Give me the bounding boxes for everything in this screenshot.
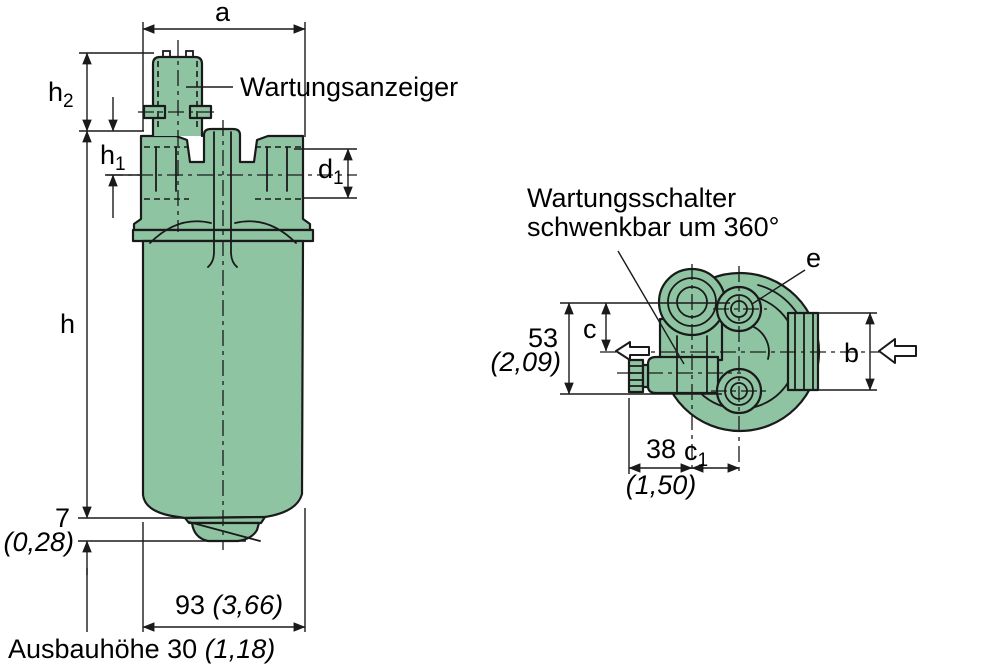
dome-arc-left [149,220,212,244]
switch-callout: Wartungsschalter schwenkbar um 360° [527,183,779,365]
dimension-53-and-c: 53 (2,09) c [490,302,730,395]
indicator-top-tick-left [162,50,171,58]
leader-line [617,250,685,365]
dimension-bottom-offset: 7 (0,28) [3,503,246,632]
side-view-centerlines [107,40,357,550]
indicator-label: Wartungsanzeiger [240,72,458,102]
dimension-d1: d1 [294,148,357,199]
head-internal-detail [144,131,301,268]
indicator-top-tick-right [185,50,194,58]
dim-label-h: h [60,309,75,339]
dimension-h2: h2 [48,52,154,132]
center-tube-left [207,131,215,268]
dim-label-c: c [583,314,597,344]
removal-height-note: Ausbauhöhe 30 (1,18) [8,634,275,664]
dim-label-93: 93 (3,66) [175,590,283,620]
dim-label-a: a [215,0,231,27]
dim-label-38: 38 [646,434,676,464]
leader-line [751,269,806,305]
dim-label-e: e [806,243,821,273]
top-view-centerlines [600,264,885,474]
dim-label-h1: h1 [100,140,126,175]
drain-plug-cap [183,515,267,525]
dimension-38-and-c1: 38 c1 (1,50) [626,398,740,500]
dimension-h1: h1 [100,97,141,218]
drain-plug-chamfer-line [188,521,261,542]
dimension-a: a [142,0,306,137]
dim-label-d1: d1 [318,154,344,189]
dim-label-c1: c1 [684,436,708,471]
e-callout: e [751,243,821,305]
dim-label-h2: h2 [48,77,74,112]
dome-arc-right [234,220,297,244]
dim-label-7: 7 [55,503,70,533]
dimension-h: h [60,130,92,519]
dim-label-1-50: (1,50) [626,470,697,500]
filter-top-view: 53 (2,09) c b 38 c1 (1,50) e War [490,183,917,500]
switch-hex-fitting [627,358,645,394]
switch-neck [641,363,650,389]
flow-arrow-right-icon [878,338,917,364]
filter-side-view: a h2 h1 d1 h [3,0,458,664]
dimension-b: b [808,312,877,391]
head-outline [132,127,312,232]
dim-label-53: 53 [528,323,558,353]
dimension-diameter-93: 93 (3,66) [142,508,306,632]
filter-bowl [141,239,305,543]
dim-label-b: b [844,338,859,368]
dim-label-0-28: (0,28) [3,527,74,557]
center-tube-right [230,131,238,268]
indicator-callout: Wartungsanzeiger [186,72,458,102]
dim-label-2-09: (2,09) [490,347,561,377]
switch-label-line1: Wartungsschalter [527,183,736,213]
flow-arrow-left-icon [615,341,650,361]
switch-label-line2: schwenkbar um 360° [527,212,779,242]
